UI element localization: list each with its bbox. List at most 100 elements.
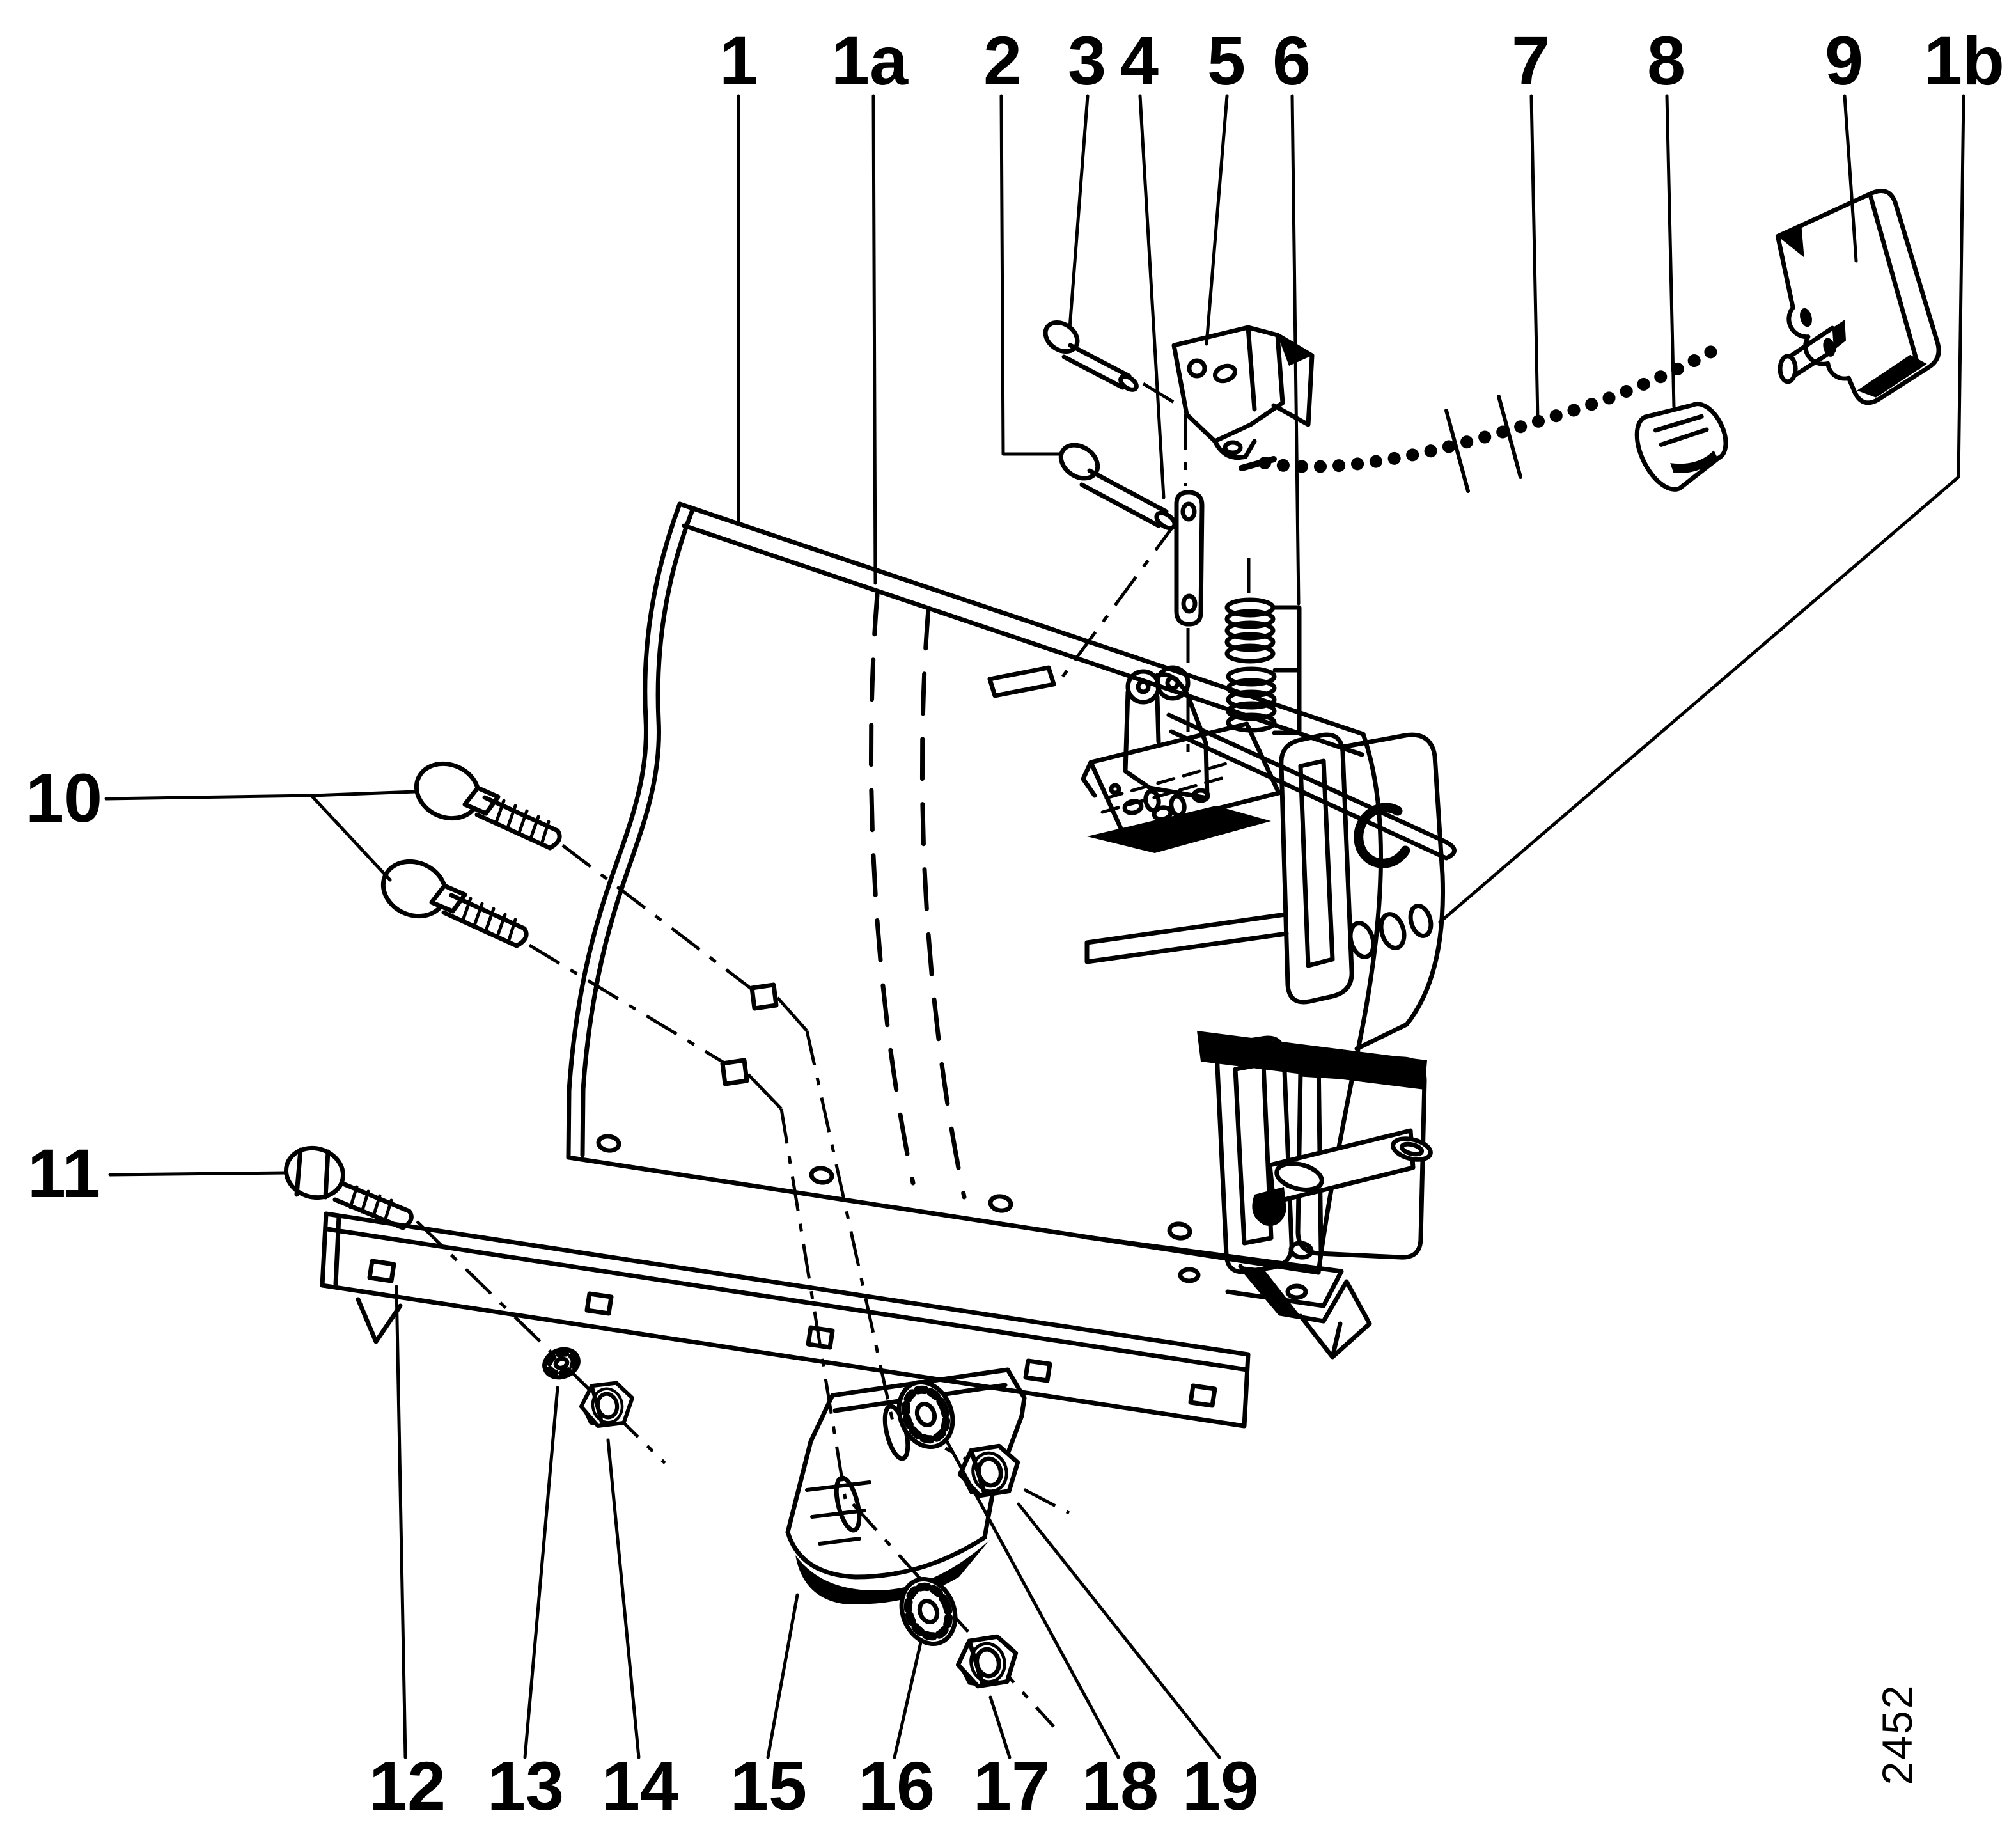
cable-break-mark xyxy=(1497,395,1522,479)
nut-chamfer xyxy=(591,1387,624,1424)
spring-coil xyxy=(1226,678,1277,698)
spring-coil xyxy=(1226,701,1277,721)
nut-facet xyxy=(967,1638,985,1686)
part-hex-nut-17 xyxy=(955,1634,1019,1689)
sleeve-left-arc xyxy=(1634,414,1682,492)
callout-1: 1 xyxy=(719,22,758,99)
leader-2 xyxy=(999,94,1062,456)
nut-facet xyxy=(590,1384,604,1426)
part-mount-frame xyxy=(1081,712,1457,1360)
blade-square-hole-1 xyxy=(749,982,779,1011)
bracket5-tab xyxy=(1212,439,1257,460)
blade-bend-line-2 xyxy=(919,606,967,1200)
frame-oval-hole xyxy=(1379,912,1407,950)
bar-left-fold xyxy=(333,1214,341,1287)
part-carriage-bolt-lower xyxy=(380,859,529,948)
bracket5-tab-hole xyxy=(1223,440,1243,455)
frame-upper-bail-inner xyxy=(1298,758,1335,968)
frame-mid-strap-inner xyxy=(1084,931,1289,964)
spring-coil xyxy=(1224,620,1276,641)
callout-2: 2 xyxy=(983,22,1022,99)
assembly-axis-lines xyxy=(416,382,1251,1728)
leader-7 xyxy=(1529,94,1540,421)
washer-serration xyxy=(901,1385,951,1444)
leader-1b xyxy=(1438,94,1965,924)
bar-square-hole xyxy=(1188,1383,1217,1408)
axis-pin2-slot xyxy=(1061,521,1178,678)
sleeve-shadow xyxy=(1670,450,1717,473)
leader-4 xyxy=(1138,94,1166,499)
leader-19 xyxy=(1017,1502,1221,1759)
part-hex-nut-19 xyxy=(957,1443,1020,1498)
spring-coil xyxy=(1226,712,1277,733)
pin2-head xyxy=(1058,443,1100,481)
bolt-threads xyxy=(461,897,517,942)
leader-16 xyxy=(893,1638,923,1759)
frame-mid-strap xyxy=(1084,912,1288,945)
leader-1a xyxy=(871,94,877,585)
shoe-slot xyxy=(834,1475,862,1533)
callout-7: 7 xyxy=(1512,22,1550,99)
callout-3: 3 xyxy=(1068,22,1106,99)
bar-top-bevel xyxy=(325,1227,1249,1372)
nut-chamfer xyxy=(969,1642,1006,1684)
bar-square-hole xyxy=(367,1259,396,1283)
frame-top-strap xyxy=(1166,712,1448,844)
part-hex-nut-14 xyxy=(579,1381,634,1429)
cable-beaded-line xyxy=(1258,339,1729,473)
frame-upper-bail-outer xyxy=(1279,732,1354,1005)
axis-bolt10b xyxy=(528,943,728,1066)
blade-hole xyxy=(988,1194,1013,1213)
callout-13: 13 xyxy=(487,1747,564,1824)
bolt-head-facets xyxy=(294,1147,331,1200)
blade-hole xyxy=(1167,1221,1192,1241)
sleeve-right-arc xyxy=(1691,402,1728,460)
callout-1b: 1b xyxy=(1924,22,2004,99)
part-cotter-pin-3 xyxy=(1043,320,1139,392)
bracket5-fold xyxy=(1246,325,1257,412)
callout-10: 10 xyxy=(26,759,102,836)
part-washer-18 xyxy=(896,1380,955,1449)
leader-17 xyxy=(988,1695,1012,1759)
frame-hidden-line xyxy=(1100,776,1226,814)
cable-break-mark xyxy=(1444,409,1470,493)
handle-shaft-shadow xyxy=(1832,320,1847,350)
sleeve-slit xyxy=(1653,414,1709,447)
base-plate-hole xyxy=(1285,1283,1308,1300)
frame-oval-hole xyxy=(1348,921,1376,959)
callout-1a: 1a xyxy=(831,22,909,99)
lever-body xyxy=(1123,672,1210,801)
washer-hole xyxy=(917,1599,940,1624)
bracket5-slot xyxy=(1213,363,1237,384)
frame-tube-cap-inner xyxy=(1399,1141,1425,1157)
lever-lobe xyxy=(1155,665,1191,701)
leader-13 xyxy=(523,1386,559,1759)
part-link-4 xyxy=(1174,490,1205,627)
bolt-threads xyxy=(494,799,551,844)
axis-bolt10a xyxy=(561,844,756,992)
callout-14: 14 xyxy=(602,1747,678,1824)
frame-shadow-under-plate xyxy=(1087,806,1271,853)
callout-15: 15 xyxy=(730,1747,807,1824)
link4-hole xyxy=(1181,593,1198,614)
bolt-shank xyxy=(474,795,560,851)
nut-facet xyxy=(969,1448,987,1496)
callout-17: 17 xyxy=(973,1747,1050,1824)
frame-oval-hole xyxy=(1408,904,1434,938)
bar-left-tab xyxy=(356,1297,403,1344)
link4-hole xyxy=(1180,501,1197,522)
part-cable xyxy=(1239,339,1729,493)
callout-6: 6 xyxy=(1272,22,1311,99)
shoe-foot xyxy=(785,1493,995,1580)
part-springs xyxy=(1224,597,1302,735)
spring-coil xyxy=(1226,666,1277,687)
washer-serration xyxy=(545,1350,577,1377)
drawing-number: 2452 xyxy=(1873,1684,1921,1785)
blade-top-edge xyxy=(677,501,1366,737)
pin2-shank xyxy=(1079,468,1169,528)
washer-serration xyxy=(903,1582,953,1641)
bolt-threads xyxy=(348,1185,393,1223)
leader-6 xyxy=(1290,94,1301,606)
washer-hole xyxy=(914,1402,937,1427)
